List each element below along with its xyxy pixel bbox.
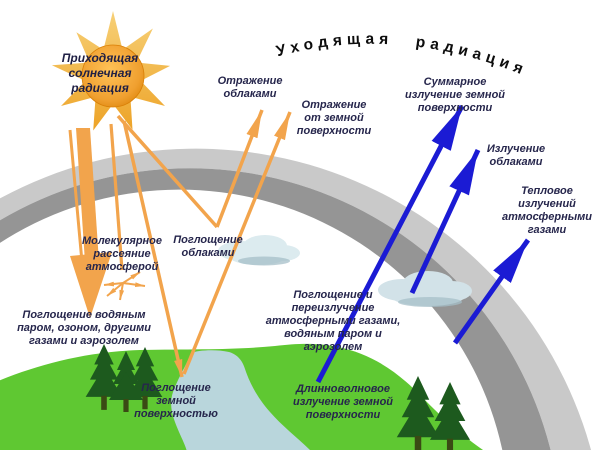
label-total-surface-radiation: Суммарное излучение земной поверхности [404,76,506,114]
atmosphere-inner-band [0,168,551,450]
incoming-ray-arrow [68,129,84,263]
label-reflection-from-surface: Отражение от земной поверхности [296,99,372,137]
outgoing-radiation-arrows [315,104,531,384]
label-thermal-gases-emission: Тепловое излучений атмосферными газами [501,185,593,236]
atmosphere-outer-band [0,148,591,450]
absorbed-by-gases-arrowhead [70,252,112,318]
incoming-ray-arrow [109,123,124,271]
label-longwave-surface-radiation: Длинноволновое излучение земной поверхно… [292,383,394,421]
outgoing-arrow-cloud-emission [409,148,481,295]
outgoing-arrow-gases-emission [452,238,531,345]
incoming-solar-rays [68,109,292,378]
label-cloud-emission: Излучение облаками [486,143,546,168]
outgoing-arrow-total-surface [315,104,465,384]
outgoing-radiation-title-text: Уходящая радиация [275,31,531,80]
incoming-ray-arrow [116,114,219,229]
outgoing-radiation-title: Уходящая радиация [275,31,526,80]
label-incoming-solar-radiation: Приходящая солнечная радиация [61,51,139,95]
label-absorption-by-clouds: Поглощение облаками [173,234,243,259]
sun-icon [51,11,171,131]
label-molecular-scattering: Молекулярное рассеяние атмосферой [81,235,163,273]
surface-reflection-arrow [182,111,292,375]
label-absorption-reemission: Поглощение и переизлучение атмосферными … [265,289,401,353]
cloud-reflection-arrow [215,109,264,228]
surface-absorption-arrow [122,120,184,378]
label-absorption-by-vapor: Поглощение водяным паром, озоном, другим… [17,309,151,347]
absorbed-by-gases-arrow-shaft [76,128,99,262]
label-absorption-by-surface: Поглощение земной поверхностью [134,382,218,420]
river [171,350,310,450]
molecular-scatter-icon [103,271,146,301]
label-reflection-by-clouds: Отражение облаками [217,75,283,100]
